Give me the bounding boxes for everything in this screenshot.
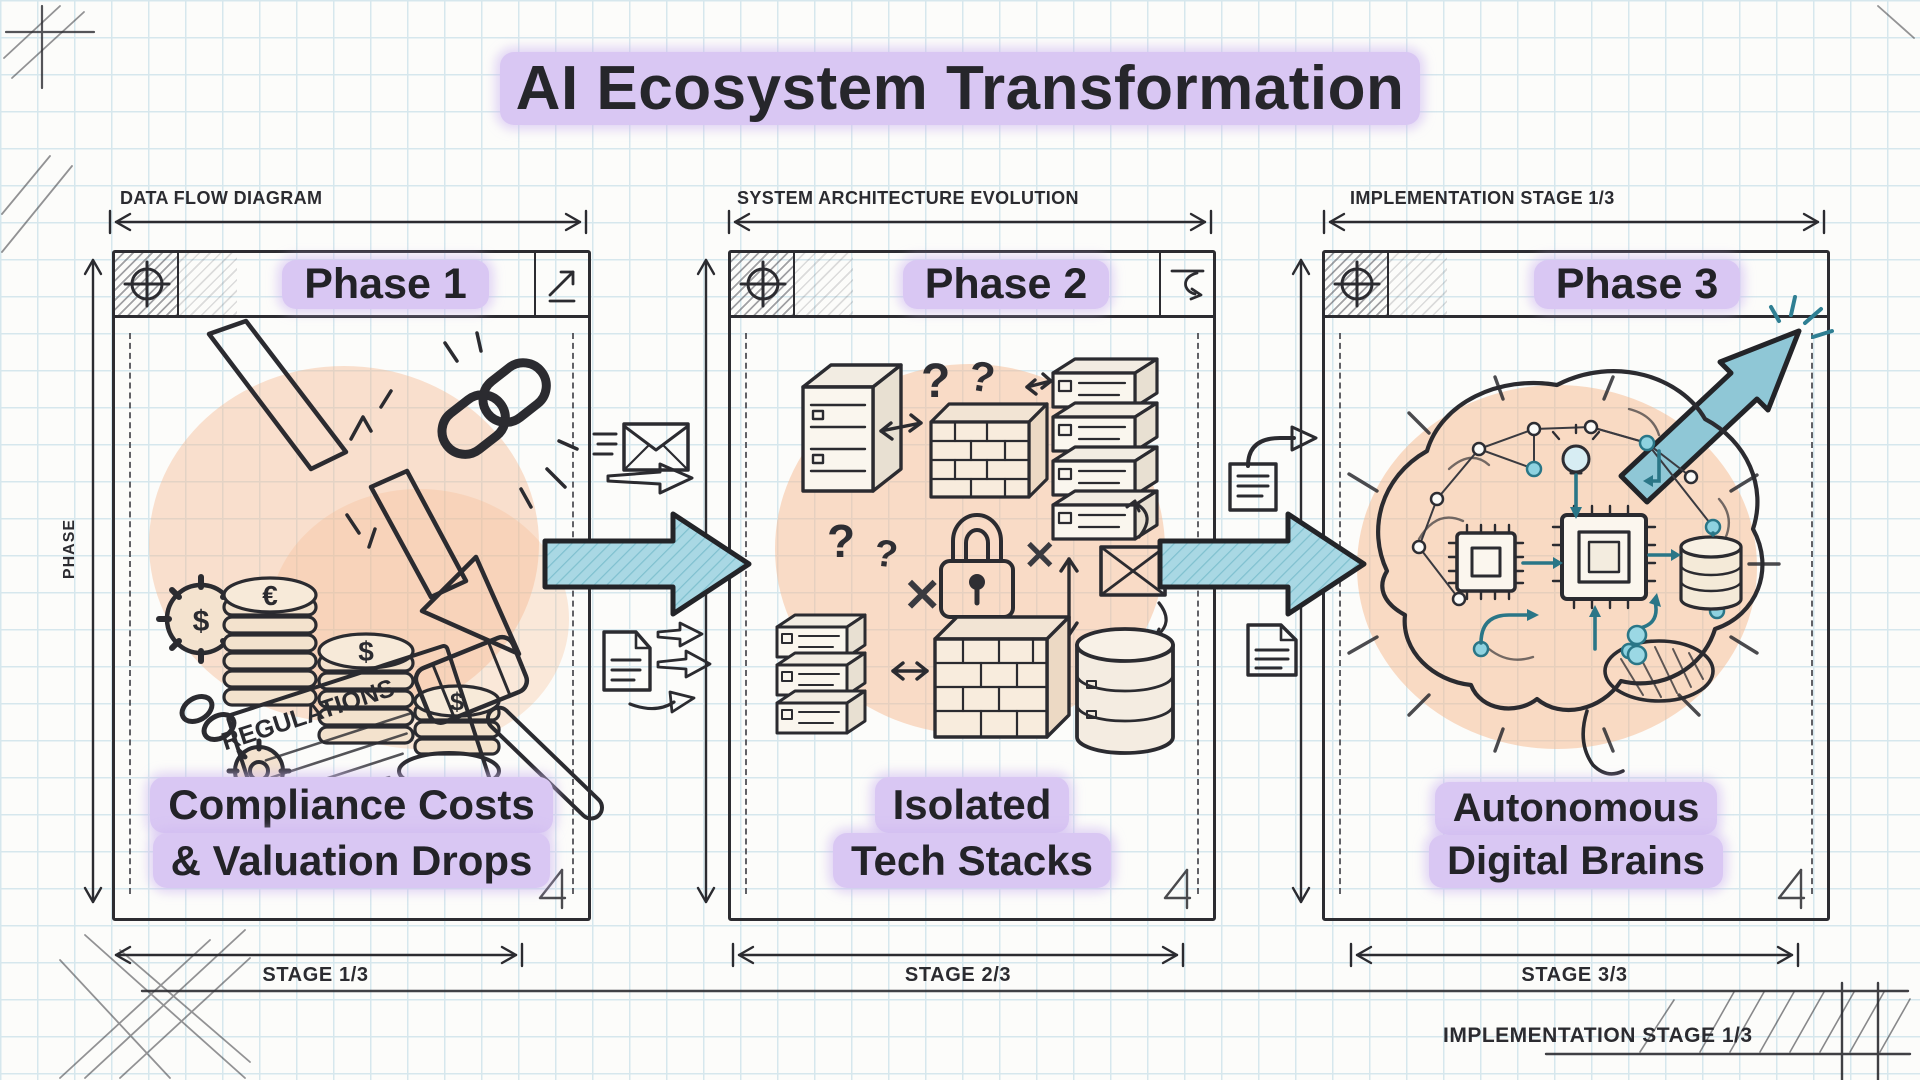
transition-arrow-2 [1157, 511, 1367, 617]
panel2-inner-dash-left [745, 333, 747, 894]
panel2-caption: Isolated Tech Stacks [731, 777, 1213, 888]
diagram-title-text: AI Ecosystem Transformation [499, 52, 1421, 125]
panel1-inner-dash-left [129, 333, 131, 894]
panel2-bottom-dimension-line [731, 942, 1185, 968]
panel1-title-text: Phase 1 [282, 259, 489, 309]
svg-text:?: ? [827, 515, 855, 567]
database-icon [1075, 627, 1175, 755]
transition-arrow-1 [542, 511, 752, 617]
hook-arrow-icon [1170, 269, 1205, 301]
panel3-top-dimension-line [1322, 209, 1826, 235]
panel1-stage-label: STAGE 1/3 [262, 964, 369, 986]
panel3-inner-dash-right [1811, 333, 1813, 894]
broken-chain-icon [437, 331, 579, 509]
panel3-header: Phase 3 [1325, 253, 1827, 318]
corner-mark [1163, 868, 1192, 910]
panel2-header-icon-cell [1159, 253, 1213, 315]
panel1-header-icon-cell [534, 253, 588, 315]
diagonal-arrow-icon [548, 270, 576, 303]
panel1-hatch-corner [115, 253, 179, 315]
panel2-inner-dash-right [1197, 333, 1199, 894]
panel2-title: Phase 2 [853, 253, 1159, 315]
document-icon [1246, 623, 1298, 677]
panel3-inner-dash-left [1339, 333, 1341, 894]
document-forward-icon [1228, 425, 1318, 512]
panel2-title-text: Phase 2 [902, 259, 1110, 309]
phase3-illustration [1331, 295, 1834, 776]
corner-mark [1777, 868, 1806, 910]
svg-text:$: $ [358, 636, 374, 667]
panel3-top-label: IMPLEMENTATION STAGE 1/3 [1350, 188, 1615, 208]
panel2-hatch-corner [731, 253, 795, 315]
small-arrow-icon [606, 462, 694, 495]
panel3-hatch-corner [1325, 253, 1389, 315]
panel3-stage-label: STAGE 3/3 [1521, 964, 1628, 986]
brain-icon [1376, 369, 1765, 776]
panel1-top-label: DATA FLOW DIAGRAM [120, 188, 323, 208]
brain-gyri [1417, 407, 1731, 661]
panel3-title-text: Phase 3 [1533, 259, 1741, 309]
panel1-light-hatch [179, 253, 237, 315]
panel2-top-label: SYSTEM ARCHITECTURE EVOLUTION [737, 188, 1079, 208]
x-marks: ✕ ✕ [903, 534, 1057, 621]
panel1-header: Phase 1 [115, 253, 588, 318]
registration-target-icon [739, 260, 787, 308]
database-small-icon [1679, 535, 1743, 611]
side-phase-label: PHASE [61, 518, 79, 580]
coin-stack-euro: € [222, 576, 318, 707]
svg-text:?: ? [921, 355, 950, 408]
panel3-caption: Autonomous Digital Brains [1325, 782, 1827, 888]
panel1-left-dimension-line [83, 258, 103, 904]
diagram-title: AI Ecosystem Transformation [0, 52, 1920, 125]
chip-small-icon [1447, 523, 1525, 601]
panel2-top-dimension-line [727, 209, 1213, 235]
panel-phase-3: Phase 3 [1322, 250, 1834, 921]
panel3-light-hatch [1389, 253, 1447, 315]
panel2-light-hatch [795, 253, 853, 315]
registration-target-icon [123, 260, 171, 308]
panel1-title: Phase 1 [237, 253, 534, 315]
panel2-header: Phase 2 [731, 253, 1213, 318]
panel-phase-1: Phase 1 [112, 250, 604, 921]
server-stack-small-icon [775, 613, 867, 735]
panel-phase-2: Phase 2 [728, 250, 1216, 921]
phase1-illustration: $ € [149, 318, 604, 858]
svg-text:$: $ [193, 605, 210, 638]
gavel-icon [397, 634, 604, 821]
phase2-illustration: ? ? ? ? [775, 351, 1175, 755]
registration-target-icon [1333, 260, 1381, 308]
corner-mark [538, 868, 567, 910]
brick-wall-icon [929, 402, 1049, 499]
panel1-caption: Compliance Costs & Valuation Drops [115, 777, 588, 888]
panel1-top-dimension-line [108, 209, 588, 235]
chain-fragment-icon [179, 694, 237, 742]
neural-network-nodes [1411, 419, 1699, 607]
growth-arrow-icon [1618, 295, 1834, 505]
chip-large-icon [1551, 504, 1657, 610]
footer-implementation-label: IMPLEMENTATION STAGE 1/3 [1443, 1024, 1753, 1047]
svg-text:✕: ✕ [1023, 534, 1057, 578]
broken-downward-arrow-icon [206, 318, 522, 657]
svg-text:?: ? [872, 532, 900, 577]
teal-double-node [1626, 624, 1648, 666]
panel3-title: Phase 3 [1447, 253, 1827, 315]
lightbulb-icon [1551, 423, 1601, 475]
svg-text:✕: ✕ [903, 569, 942, 621]
sending-mail-icon [592, 422, 690, 472]
svg-text:€: € [262, 580, 278, 611]
brick-wall-large-icon [933, 615, 1071, 739]
panel3-bottom-dimension-line [1349, 942, 1800, 968]
server-stack-icon [1051, 357, 1159, 541]
panel1-inner-dash-right [572, 333, 574, 894]
document-transfer-icon [602, 621, 712, 714]
panel2-stage-label: STAGE 2/3 [904, 964, 1012, 986]
